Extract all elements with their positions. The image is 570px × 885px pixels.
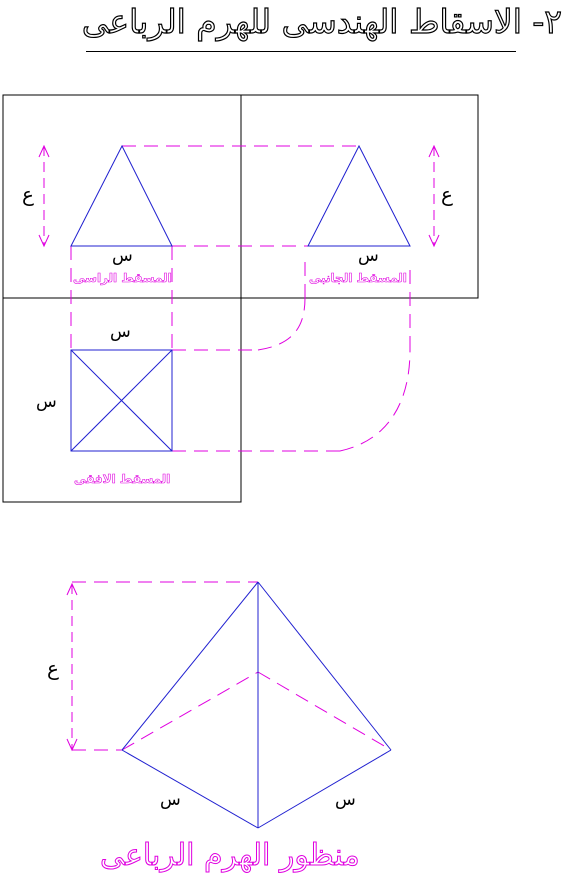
page-title: ٢- الاسقاط الهندسى للهرم الرباعى [81,1,562,41]
top-view-frame [2,297,242,503]
top-view-square [70,349,173,452]
front-view-frame [2,94,242,299]
dimension-arrows [38,144,440,752]
front-arrow-top [38,144,50,158]
side-height-label: ع [441,182,453,206]
top-view-label: المسقط الافقى [74,472,171,487]
front-view-label: المسقط الراسى [73,271,172,286]
perspective-caption: منظور الهرم الرباعى [100,838,361,874]
front-arrow-bottom [38,234,50,248]
side-view-triangle [307,144,411,247]
side-base-label: س [358,246,379,266]
persp-edge-left [121,581,259,751]
bottom-edge-arc [339,349,411,452]
object-lines [70,144,411,829]
front-height-label: ع [22,182,34,206]
persp-left-base-label: س [160,790,181,810]
persp-hidden-right [257,671,392,751]
persp-arrow-top [66,582,78,596]
side-arrow-bottom [428,234,440,248]
title-underline [86,51,516,52]
construction-lines [70,145,411,751]
front-base-label: س [112,246,133,266]
side-arrow-top [428,144,440,158]
view-frames [2,94,479,503]
persp-base-right [257,749,392,829]
persp-hidden-left [121,671,259,751]
top-view-diagonal-2 [70,349,173,452]
top-width-label: س [110,322,131,342]
persp-right-base-label: س [335,790,356,810]
side-view-frame [240,94,479,299]
front-view-triangle [70,144,173,247]
persp-height-label: ع [47,656,59,680]
persp-arrow-bottom [66,738,78,752]
top-edge-arc [257,297,306,351]
side-view-label: المسقط الجانبى [309,271,407,286]
top-depth-label: س [36,392,57,412]
persp-edge-right [257,581,392,751]
persp-base-left [121,749,259,829]
